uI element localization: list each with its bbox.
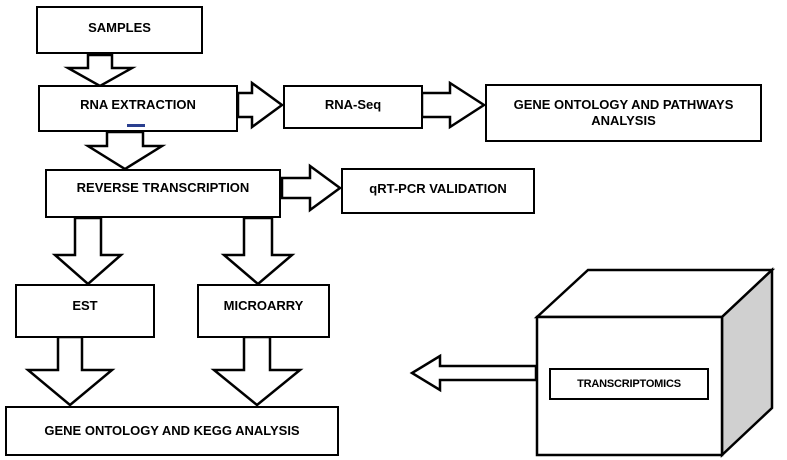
arrow-reverse-transcription-to-est — [51, 216, 125, 286]
arrow-samples-to-rna-extraction — [63, 53, 137, 88]
arrow-est-to-kegg — [24, 335, 116, 407]
qrt-pcr-validation-box: qRT-PCR VALIDATION — [341, 168, 535, 214]
microarry-box: MICROARRY — [197, 284, 330, 338]
arrow-reverse-transcription-to-qrtpcr — [280, 163, 343, 213]
gene-ontology-kegg-label: GENE ONTOLOGY AND KEGG ANALYSIS — [44, 423, 300, 438]
samples-box: SAMPLES — [36, 6, 203, 54]
reverse-transcription-label: REVERSE TRANSCRIPTION — [76, 180, 250, 195]
arrow-transcriptomics-to-left — [409, 353, 538, 393]
arrow-rna-extraction-to-reverse-transcription — [83, 130, 167, 171]
arrow-reverse-transcription-to-microarry — [220, 216, 296, 286]
samples-label: SAMPLES — [88, 20, 151, 35]
est-box: EST — [15, 284, 155, 338]
gene-ontology-pathways-line1: GENE ONTOLOGY AND PATHWAYS — [513, 97, 734, 112]
rna-extraction-label: RNA EXTRACTION — [80, 97, 196, 112]
rna-seq-label: RNA-Seq — [324, 97, 382, 112]
gene-ontology-pathways-line2: ANALYSIS — [591, 113, 656, 128]
arrow-microarry-to-kegg — [210, 335, 304, 407]
qrt-pcr-validation-label: qRT-PCR VALIDATION — [369, 181, 507, 196]
arrow-rna-seq-to-pathways — [420, 80, 487, 130]
gene-ontology-kegg-box: GENE ONTOLOGY AND KEGG ANALYSIS — [5, 406, 339, 456]
microarry-label: MICROARRY — [223, 298, 304, 313]
underline-mark — [127, 124, 145, 127]
transcriptomics-box: TRANSCRIPTOMICS — [549, 368, 709, 400]
transcriptomics-label: TRANSCRIPTOMICS — [577, 378, 681, 390]
est-label: EST — [72, 298, 98, 313]
rna-seq-box: RNA-Seq — [283, 85, 423, 129]
arrow-rna-extraction-to-rna-seq — [236, 80, 285, 130]
reverse-transcription-box: REVERSE TRANSCRIPTION — [45, 169, 281, 218]
gene-ontology-pathways-box: GENE ONTOLOGY AND PATHWAYS ANALYSIS — [485, 84, 762, 142]
cube-icon — [533, 267, 776, 458]
